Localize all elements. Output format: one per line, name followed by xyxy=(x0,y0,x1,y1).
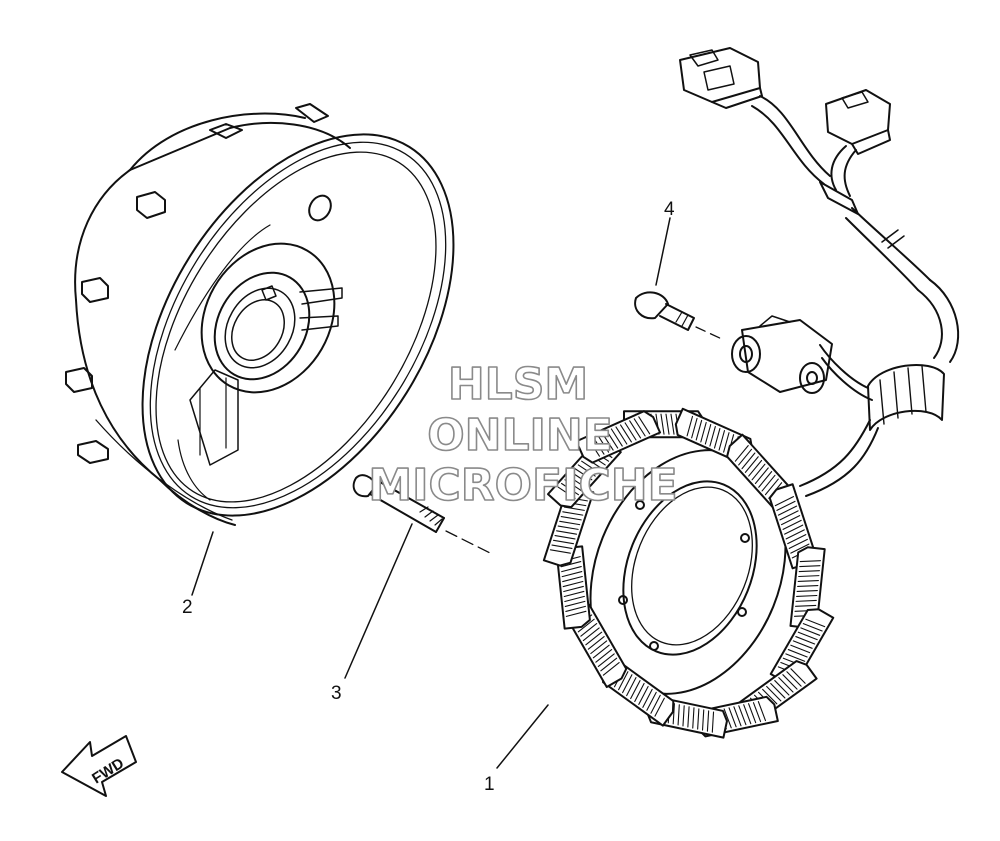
rotor-flywheel xyxy=(65,103,455,526)
leader-line-3 xyxy=(344,523,413,679)
short-bolt xyxy=(634,291,725,341)
fwd-arrow-icon: FWD xyxy=(61,735,137,797)
stator-coil-block xyxy=(575,410,662,464)
watermark-line-3: MICROFICHE xyxy=(368,460,677,511)
callout-1: 1 xyxy=(484,774,495,795)
stator-coil-block xyxy=(555,545,591,630)
callout-4: 4 xyxy=(664,199,675,220)
watermark-line-2: ONLINE xyxy=(427,410,613,461)
leader-line-2 xyxy=(191,531,214,596)
stator-coil-windings xyxy=(542,407,835,739)
watermark-line-1: HLSM xyxy=(448,359,588,410)
leader-line-1 xyxy=(496,704,549,769)
watermark: HLSM ONLINE MICROFICHE xyxy=(368,358,679,512)
callout-2: 2 xyxy=(182,597,193,618)
long-bolt xyxy=(352,474,493,555)
leader-line-4 xyxy=(655,217,671,286)
pickup-coil xyxy=(731,315,833,394)
wire-harness xyxy=(679,47,960,497)
callout-3: 3 xyxy=(331,683,342,704)
